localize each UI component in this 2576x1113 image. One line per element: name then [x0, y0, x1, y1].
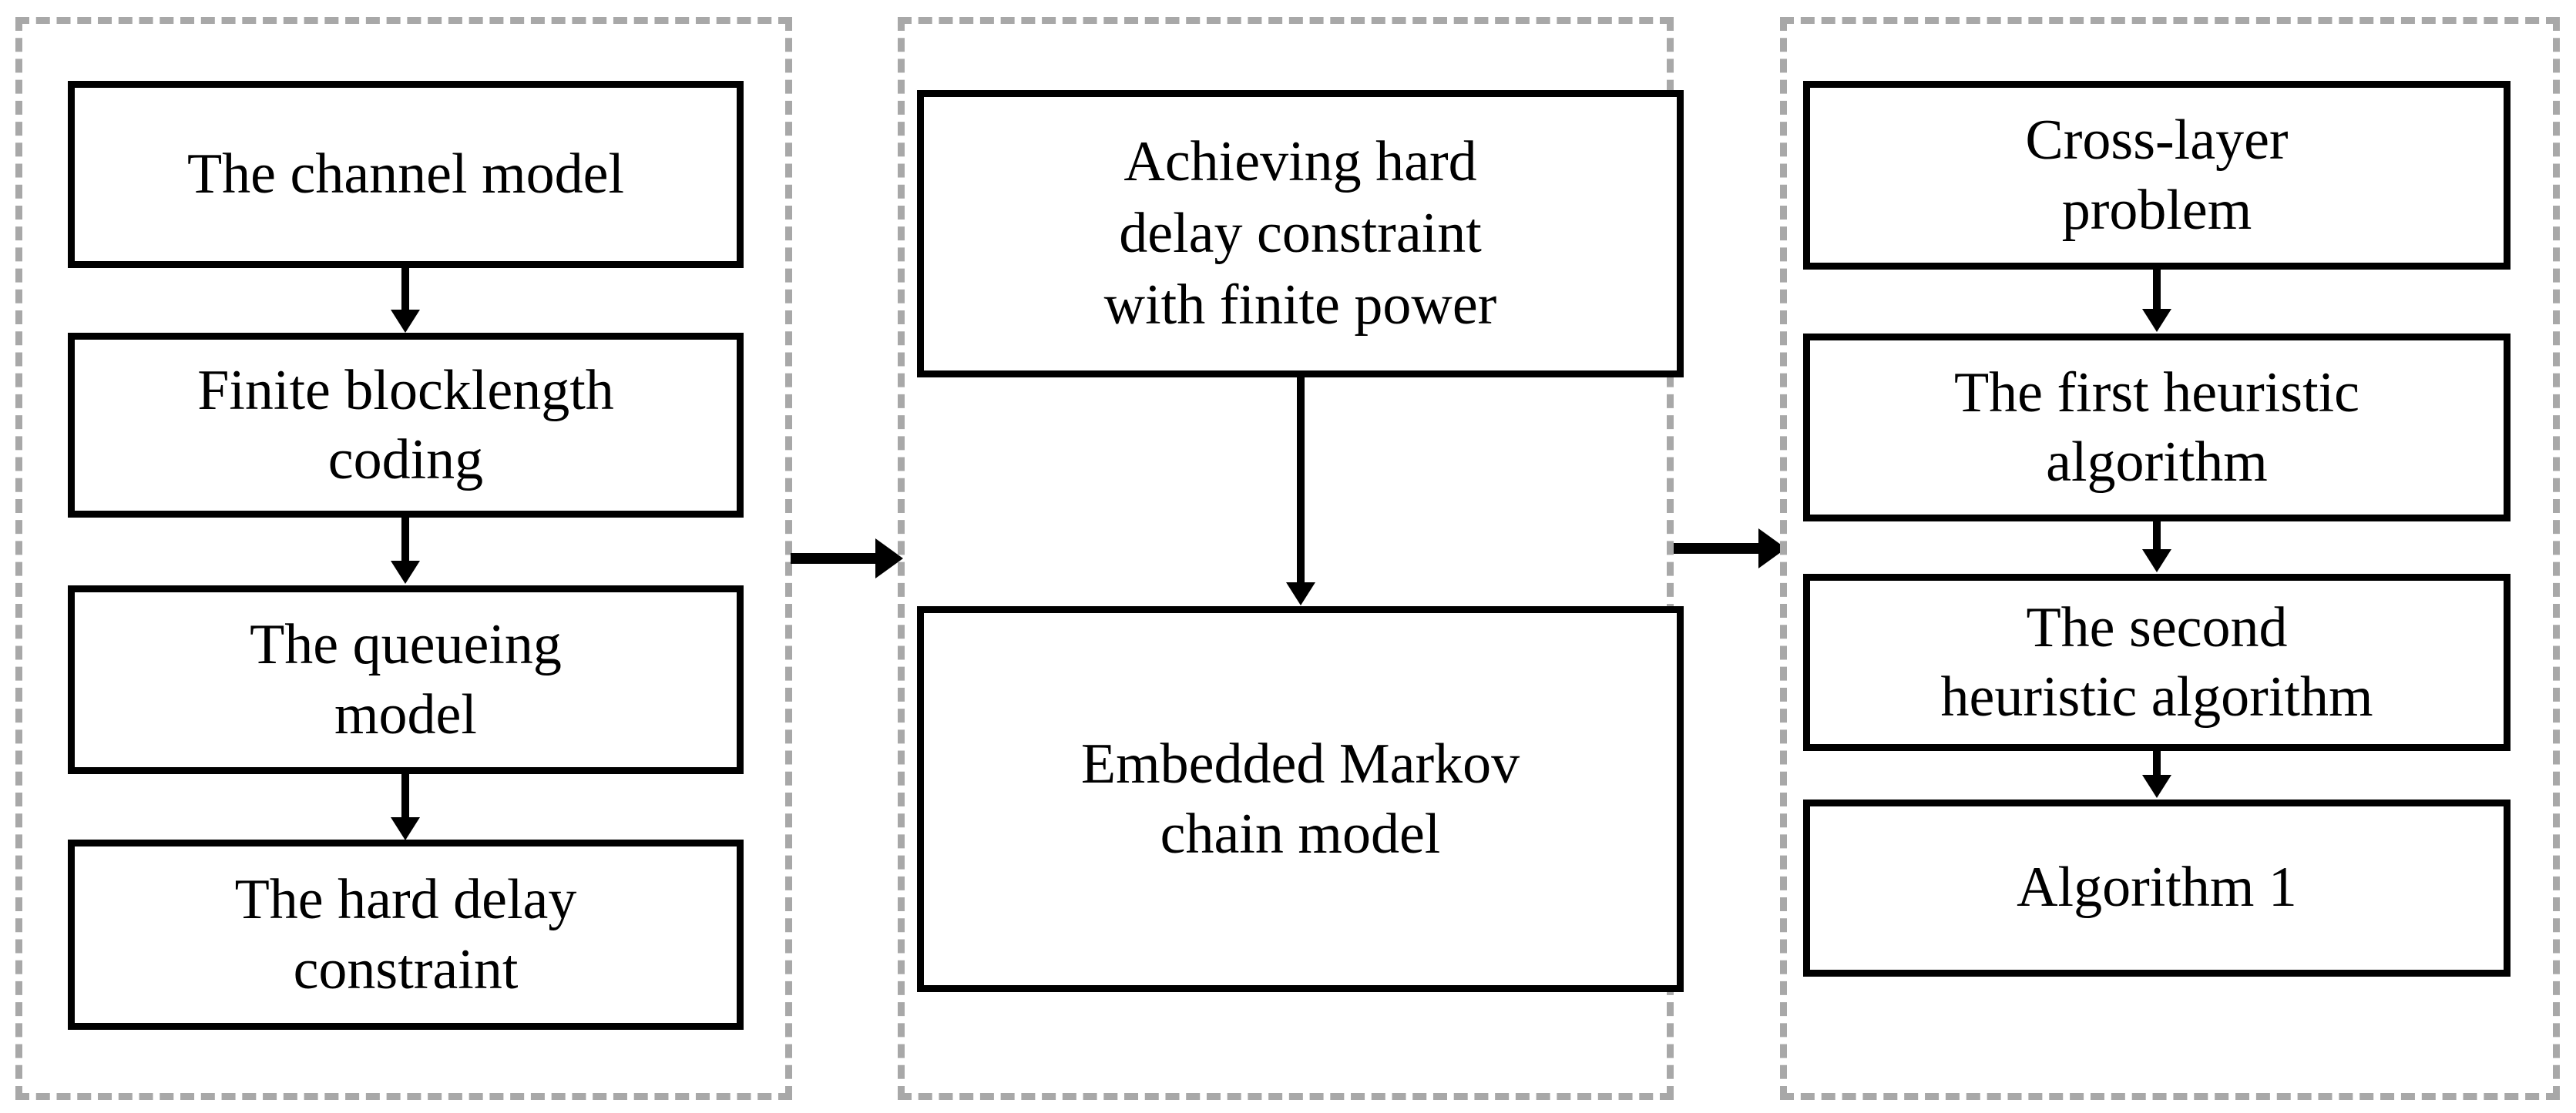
arrow-panel2-to-panel3: [1674, 543, 1760, 554]
arrow-crosslayer-to-first: [2153, 270, 2161, 312]
arrow-queueing-to-delay: [401, 774, 409, 820]
node-second-heuristic-algorithm: The second heuristic algorithm: [1803, 574, 2511, 751]
arrow-coding-to-queueing: [401, 518, 409, 564]
arrow-achieving-to-markov: [1297, 377, 1305, 585]
node-achieving-hard-delay: Achieving hard delay constraint with fin…: [917, 90, 1684, 377]
node-channel-model: The channel model: [68, 81, 744, 268]
node-embedded-markov-chain: Embedded Markov chain model: [917, 606, 1684, 992]
node-cross-layer-problem: Cross-layer problem: [1803, 81, 2511, 270]
node-finite-blocklength-coding: Finite blocklength coding: [68, 333, 744, 518]
arrow-first-to-second: [2153, 521, 2161, 552]
analysis-panel: [898, 17, 1674, 1100]
node-first-heuristic-algorithm: The first heuristic algorithm: [1803, 334, 2511, 521]
node-hard-delay-constraint: The hard delay constraint: [68, 840, 744, 1030]
system-model-panel: [15, 17, 792, 1100]
node-queueing-model: The queueing model: [68, 585, 744, 774]
arrow-second-to-algorithm1: [2153, 751, 2161, 778]
algorithm-panel: [1780, 17, 2560, 1100]
arrow-channel-to-coding: [401, 268, 409, 313]
arrow-panel1-to-panel2: [791, 553, 877, 564]
node-algorithm-1: Algorithm 1: [1803, 800, 2511, 977]
